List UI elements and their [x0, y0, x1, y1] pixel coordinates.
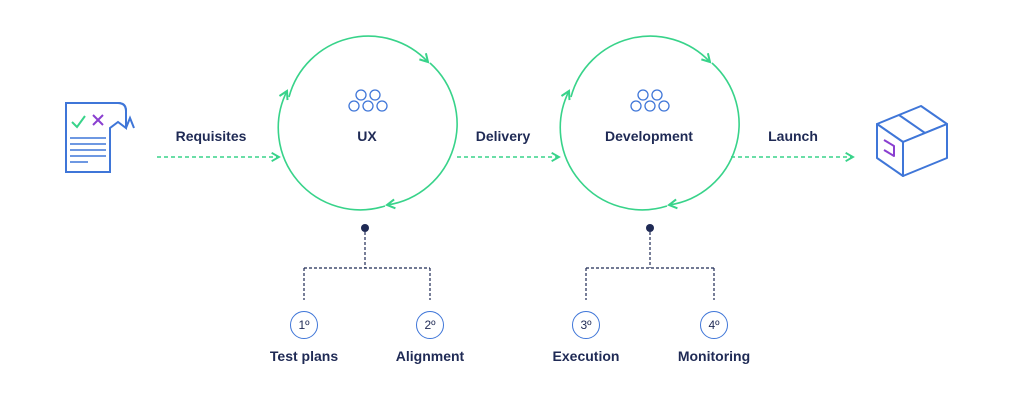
launch-label: Launch	[768, 128, 818, 144]
development-branch	[585, 224, 715, 300]
step-1-label: Test plans	[269, 348, 339, 364]
ux-cycle	[277, 35, 458, 211]
team-circles-icon	[630, 89, 670, 112]
step-2-label: Alignment	[395, 348, 465, 364]
package-box-icon	[876, 105, 948, 177]
team-circles-icon	[348, 89, 388, 112]
step-2-badge: 2º	[416, 311, 444, 339]
step-4-badge: 4º	[700, 311, 728, 339]
requisites-label: Requisites	[175, 128, 247, 144]
development-phase-label: Development	[605, 128, 693, 144]
step-3-label: Execution	[552, 348, 620, 364]
ux-branch	[303, 224, 431, 300]
delivery-label: Delivery	[475, 128, 531, 144]
step-4-label: Monitoring	[677, 348, 751, 364]
step-1-badge: 1º	[290, 311, 318, 339]
development-cycle	[559, 35, 740, 211]
document-checklist-icon	[65, 102, 135, 173]
ux-phase-label: UX	[357, 128, 377, 144]
step-3-badge: 3º	[572, 311, 600, 339]
